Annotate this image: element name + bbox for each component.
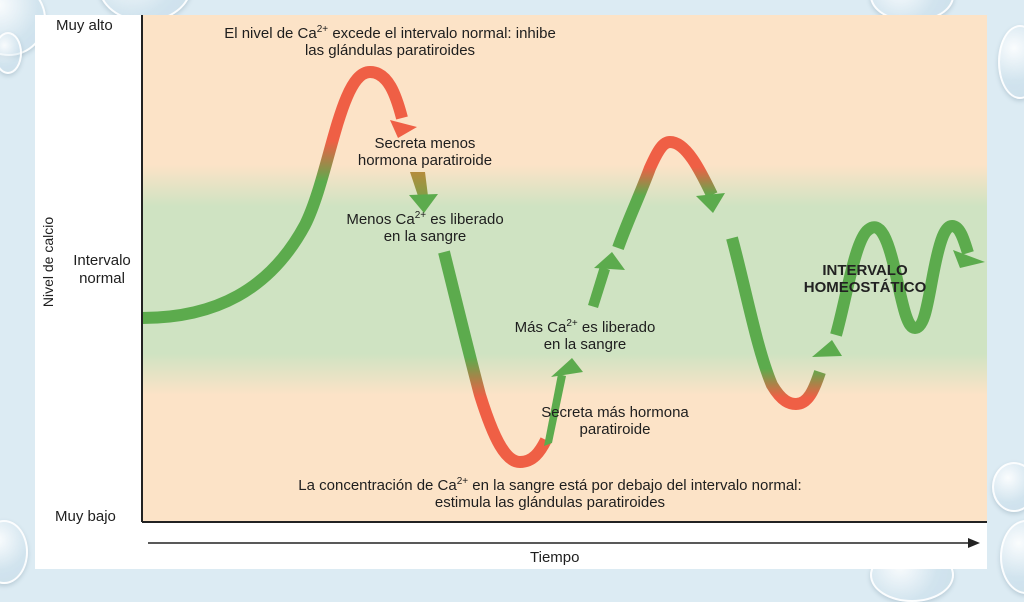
label-more-calcium-released: Más Ca2+ es liberado en la sangre — [485, 318, 685, 354]
red-arrowhead — [390, 120, 417, 138]
curve-segment-rise-2 — [612, 135, 718, 251]
y-tick-high: Muy alto — [56, 17, 113, 34]
decorative-bubble — [998, 25, 1024, 99]
calcium-regulation-diagram — [141, 15, 987, 548]
superscript: 2+ — [414, 210, 427, 221]
decorative-bubble — [0, 32, 22, 74]
arrow-less-calcium-head — [409, 194, 438, 213]
label-less-calcium-released: Menos Ca2+ es liberado en la sangre — [315, 210, 535, 246]
superscript: 2+ — [316, 24, 329, 35]
label-text: las glándulas paratiroides — [304, 42, 476, 59]
label-calcium-too-high: El nivel de Ca2+ excede el intervalo nor… — [165, 24, 615, 60]
curve-segment-fall-2 — [726, 236, 826, 411]
label-text: Secreta menos — [374, 135, 476, 152]
superscript: 2+ — [456, 476, 469, 487]
label-text: INTERVALO — [822, 262, 908, 279]
axes — [141, 15, 987, 548]
arrow-rise-shaft — [544, 374, 566, 446]
label-text: HOMEOSTÁTICO — [803, 279, 927, 296]
arrow-less-calcium-shaft — [410, 172, 428, 196]
label-secretes-more-hormone: Secreta más hormona paratiroide — [495, 404, 735, 438]
curve-segment-oscillation — [830, 219, 974, 337]
arrow-rise-head — [551, 358, 583, 377]
label-text: excede el intervalo normal: inhibe — [328, 25, 556, 42]
decorative-bubble — [1000, 520, 1024, 594]
label-text: en la sangre — [543, 336, 627, 353]
label-text: en la sangre está por debajo del interva… — [468, 477, 802, 494]
superscript: 2+ — [566, 318, 578, 329]
decorative-bubble — [0, 520, 28, 584]
label-text: paratiroide — [579, 421, 651, 438]
calcium-level-curve — [141, 65, 974, 469]
slide: Muy alto Intervalo normal Muy bajo Nivel… — [35, 15, 987, 569]
label-secretes-less-hormone: Secreta menos hormona paratiroide — [315, 135, 535, 169]
decorative-bubble — [992, 462, 1024, 512]
curve-segment-rise — [141, 65, 408, 324]
label-text: es liberado — [577, 319, 656, 336]
curve-segment-fall — [438, 250, 552, 469]
arrow-end-head — [953, 250, 985, 268]
x-axis-title: Tiempo — [530, 549, 580, 566]
label-text: hormona paratiroide — [357, 152, 493, 169]
label-text: Menos Ca — [346, 211, 415, 228]
label-text: Secreta más hormona — [541, 404, 689, 421]
arrow-rise-2-shaft — [588, 266, 610, 308]
label-calcium-too-low: La concentración de Ca2+ en la sangre es… — [200, 476, 900, 512]
arrow-fall-2-head — [696, 193, 725, 213]
label-text: estimula las glándulas paratiroides — [434, 494, 666, 511]
arrow-rise-3-head — [812, 340, 842, 357]
time-arrow-head — [968, 538, 980, 548]
label-text: La concentración de Ca — [298, 477, 457, 494]
label-text: Más Ca — [514, 319, 567, 336]
y-tick-normal: Intervalo normal — [73, 252, 131, 287]
label-text: El nivel de Ca — [224, 25, 317, 42]
process-arrows — [390, 120, 985, 446]
y-axis-title: Nivel de calcio — [40, 216, 56, 308]
label-homeostatic-range: INTERVALO HOMEOSTÁTICO — [785, 262, 945, 296]
label-text: en la sangre — [383, 228, 467, 245]
arrow-rise-2-head — [594, 252, 625, 270]
y-tick-low: Muy bajo — [55, 508, 116, 525]
label-text: es liberado — [426, 211, 504, 228]
